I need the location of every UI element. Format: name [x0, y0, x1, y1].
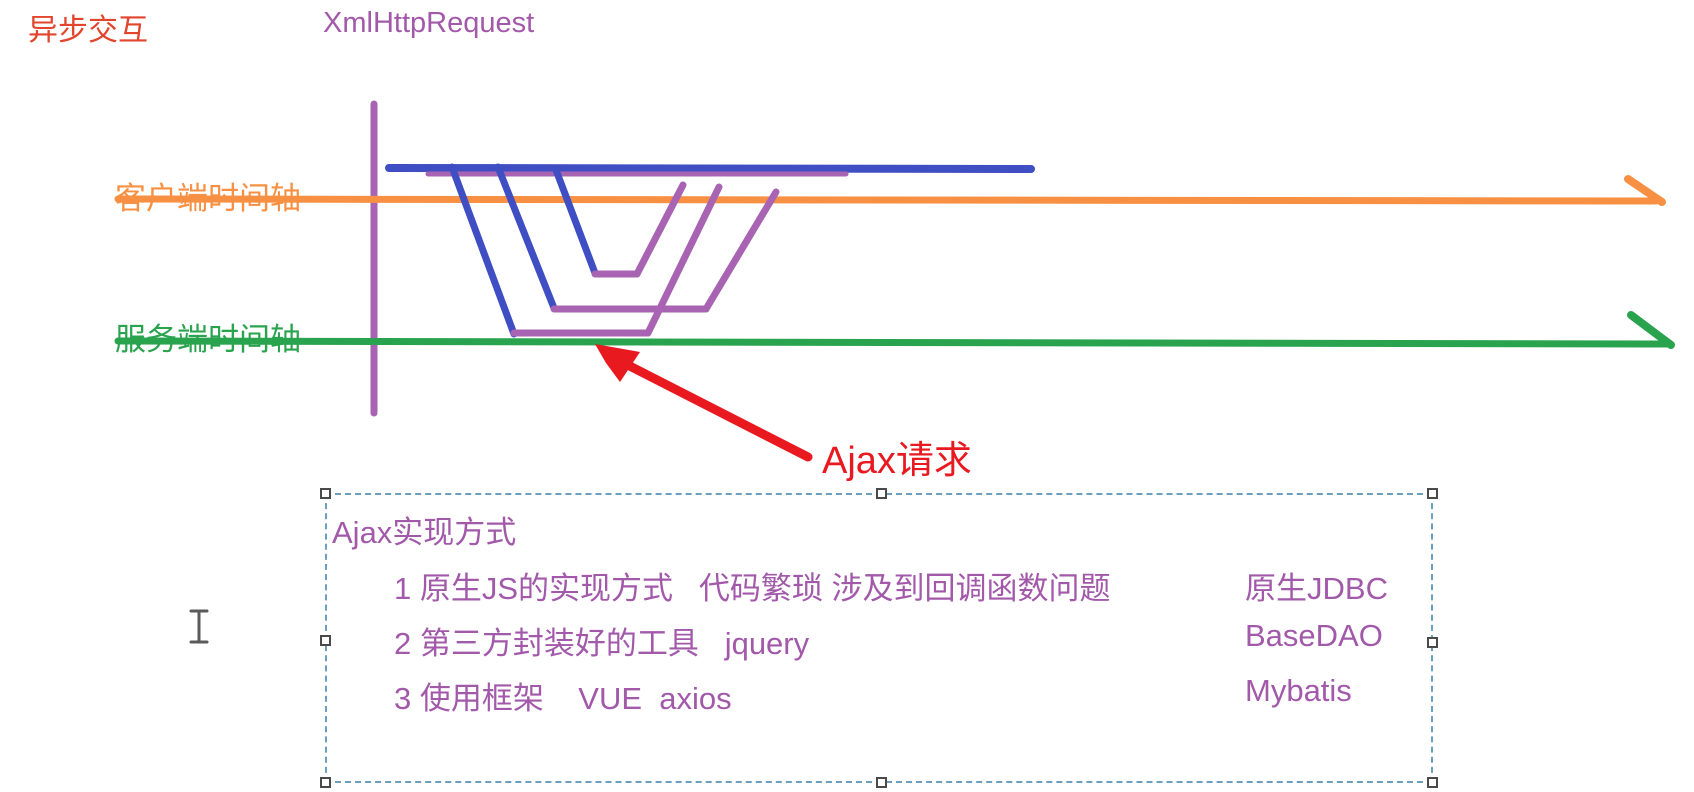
xmlhttprequest-label: XmlHttpRequest — [323, 7, 535, 39]
client-timeline-line — [114, 175, 1666, 206]
text-cursor-icon — [189, 609, 209, 644]
ajax-methods-textbox[interactable]: Ajax实现方式 1 原生JS的实现方式 代码繁琐 涉及到回调函数问题 原生JD… — [320, 488, 1438, 788]
method-2-text[interactable]: 2 第三方封装好的工具 jquery — [394, 626, 810, 661]
method-2-right[interactable]: BaseDAO — [1245, 618, 1383, 653]
server-processing-strokes — [510, 270, 710, 337]
ajax-request-label: Ajax请求 — [822, 440, 972, 482]
textbox-row[interactable]: 3 使用框架 VUE axios Mybatis — [327, 673, 1431, 716]
method-3-right[interactable]: Mybatis — [1245, 673, 1352, 708]
resize-handle-s[interactable] — [876, 777, 887, 788]
server-timeline-label: 服务端时间轴 — [115, 322, 301, 357]
resize-handle-ne[interactable] — [1427, 488, 1438, 499]
ajax-request-strokes — [448, 163, 599, 338]
ajax-response-strokes — [633, 181, 780, 337]
resize-handle-n[interactable] — [876, 488, 887, 499]
server-timeline-line — [114, 311, 1675, 349]
resize-handle-se[interactable] — [1427, 777, 1438, 788]
client-activity-line — [385, 164, 1035, 173]
method-3-text[interactable]: 3 使用框架 VUE axios — [394, 681, 732, 716]
method-1-text[interactable]: 1 原生JS的实现方式 代码繁琐 涉及到回调函数问题 — [394, 571, 1111, 606]
annotation-arrow — [595, 344, 813, 462]
page-title: 异步交互 — [28, 14, 148, 47]
resize-handle-e[interactable] — [1427, 637, 1438, 648]
textbox-title[interactable]: Ajax实现方式 — [332, 515, 517, 550]
textbox-row[interactable]: 1 原生JS的实现方式 代码繁琐 涉及到回调函数问题 原生JDBC — [327, 563, 1431, 606]
resize-handle-w[interactable] — [320, 635, 331, 646]
resize-handle-sw[interactable] — [320, 777, 331, 788]
textbox-row[interactable]: 2 第三方封装好的工具 jquery BaseDAO — [327, 618, 1431, 661]
client-timeline-label: 客户端时间轴 — [115, 181, 301, 216]
method-1-right[interactable]: 原生JDBC — [1245, 571, 1388, 606]
resize-handle-nw[interactable] — [320, 488, 331, 499]
